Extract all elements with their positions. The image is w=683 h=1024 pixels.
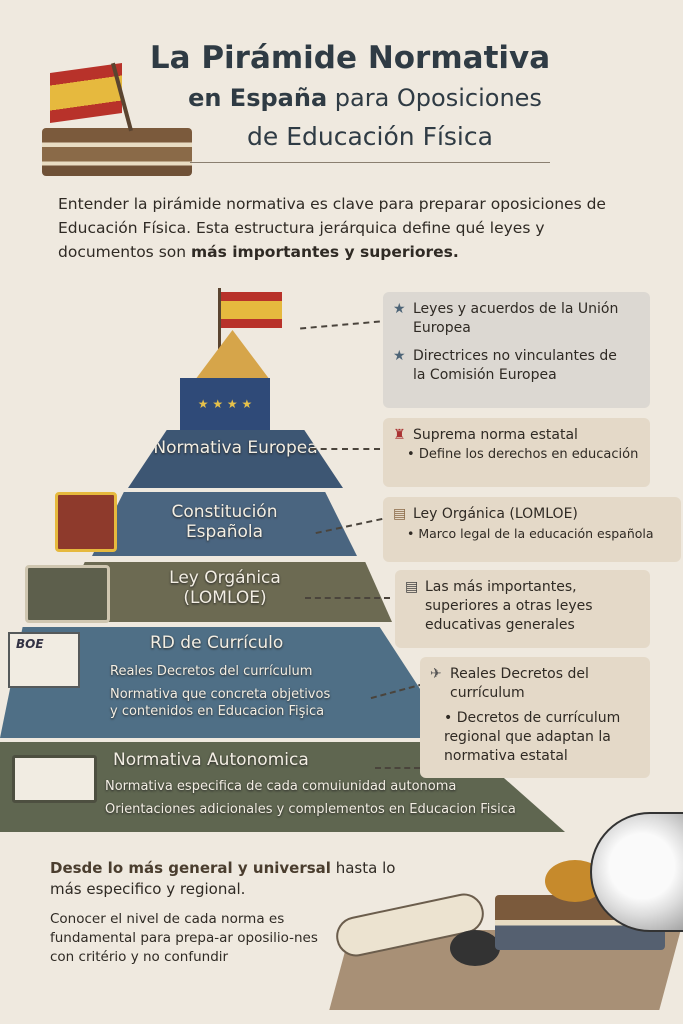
clipboard-icon: ▤ bbox=[405, 579, 419, 595]
bullet-text: Marco legal de la educación española bbox=[418, 526, 654, 541]
info-box-constitucion: ♜ Suprema norma estatal • Define los dere… bbox=[383, 418, 650, 487]
bullet: Reales Decretos del currículum bbox=[110, 664, 313, 679]
books-icon bbox=[42, 128, 192, 176]
info-box-importantes: ▤ Las más importantes, superiores a otras… bbox=[395, 570, 650, 648]
pyramid-flag-icon bbox=[220, 292, 282, 328]
star-icon: ★ bbox=[393, 348, 406, 364]
connector-arrow bbox=[375, 767, 420, 769]
box-item: ★ Directrices no vinculantes de la Comisi… bbox=[393, 347, 640, 385]
bullet: Orientaciones adicionales y complementos… bbox=[105, 802, 516, 817]
level-label: Constitución Española bbox=[171, 502, 278, 542]
title-rest: para Oposiciones bbox=[327, 84, 542, 112]
divider bbox=[190, 162, 550, 163]
footer-summary: Desde lo más general y universal hasta l… bbox=[50, 858, 400, 900]
connector-arrow bbox=[300, 320, 380, 330]
bullet: Normativa especifica de cada comuiunidad… bbox=[105, 779, 457, 794]
flag-pole bbox=[218, 288, 221, 360]
connector-arrow bbox=[310, 448, 380, 450]
connector-arrow bbox=[305, 597, 390, 599]
constitution-book-icon bbox=[55, 492, 117, 552]
title-line-3: de Educación Física bbox=[247, 122, 493, 151]
pyramid-level-ley-organica[interactable]: Ley Orgánica (LOMLOE) bbox=[58, 562, 392, 622]
stopwatch-icon bbox=[450, 930, 500, 966]
intro-body: Entender la pirámide normativa es clave … bbox=[58, 195, 606, 261]
eu-flag-block: ★ ★ ★ ★ bbox=[180, 378, 270, 430]
info-box-ley-organica: ▤ Ley Orgánica (LOMLOE) • Marco legal de … bbox=[383, 497, 681, 562]
map-icon: ✈ bbox=[430, 666, 442, 682]
level-label: Normativa Europea bbox=[153, 438, 318, 458]
box-title: Las más importantes, superiores a otras … bbox=[425, 579, 593, 633]
footer-bold: Desde lo más general y universal bbox=[50, 859, 331, 877]
box-title: Reales Decretos del currículum bbox=[450, 666, 589, 701]
info-box-eu: ★ Leyes y acuerdos de la Unión Europea ★ D… bbox=[383, 292, 650, 408]
box-title: Suprema norma estatal bbox=[413, 427, 578, 443]
pyramid-tip bbox=[195, 330, 270, 380]
level-bullets: Normativa especifica de cada comuiunidad… bbox=[105, 778, 565, 818]
level-label: RD de Currículo bbox=[150, 633, 284, 653]
title-line-1: La Pirámide Normativa bbox=[149, 40, 551, 76]
box-title: Ley Orgánica (LOMLOE) bbox=[413, 506, 578, 522]
footer-rest: hasta lo más especifico y regional. bbox=[50, 859, 396, 898]
bullet-text: Decretos de currículum regional que adap… bbox=[444, 710, 621, 764]
document-icon: ▤ bbox=[393, 506, 407, 522]
title-bold: en España bbox=[188, 84, 328, 112]
intro-bold: más importantes y superiores. bbox=[191, 243, 459, 261]
level-label: Normativa Autonomica bbox=[113, 750, 309, 770]
box-bullet: • Define los derechos en educación bbox=[407, 447, 639, 462]
boe-document-icon: BOE bbox=[8, 632, 80, 688]
soccer-ball-icon bbox=[590, 812, 683, 932]
item-text: Directrices no vinculantes de la Comisió… bbox=[413, 348, 617, 383]
box-bullet: • Decretos de currículum regional que ad… bbox=[444, 710, 621, 764]
pyramid-level-constitucion[interactable]: Constitución Española bbox=[92, 492, 357, 556]
folder-icon bbox=[12, 755, 97, 803]
footer-note: Conocer el nivel de cada norma es fundam… bbox=[50, 911, 318, 965]
title-line-2: en España para Oposiciones bbox=[160, 84, 570, 112]
level-label: Ley Orgánica (LOMLOE) bbox=[169, 568, 281, 608]
intro-text: Entender la pirámide normativa es clave … bbox=[58, 192, 638, 264]
item-text: Leyes y acuerdos de la Unión Europea bbox=[413, 301, 619, 336]
box-bullet: • Marco legal de la educación española bbox=[407, 526, 654, 541]
pyramid-level-europea[interactable]: Normativa Europea bbox=[128, 430, 343, 488]
info-box-curriculo: ✈ Reales Decretos del currículum • Decret… bbox=[420, 657, 650, 778]
bullet: Normativa que concreta objetivos y conte… bbox=[110, 687, 331, 719]
spain-flag-icon bbox=[50, 62, 122, 124]
law-book-icon bbox=[25, 565, 110, 623]
star-icon: ★ bbox=[393, 301, 406, 317]
bullet-text: Define los derechos en educación bbox=[418, 447, 639, 462]
box-item: ★ Leyes y acuerdos de la Unión Europea bbox=[393, 300, 640, 338]
coat-of-arms-icon: ♜ bbox=[393, 427, 406, 443]
